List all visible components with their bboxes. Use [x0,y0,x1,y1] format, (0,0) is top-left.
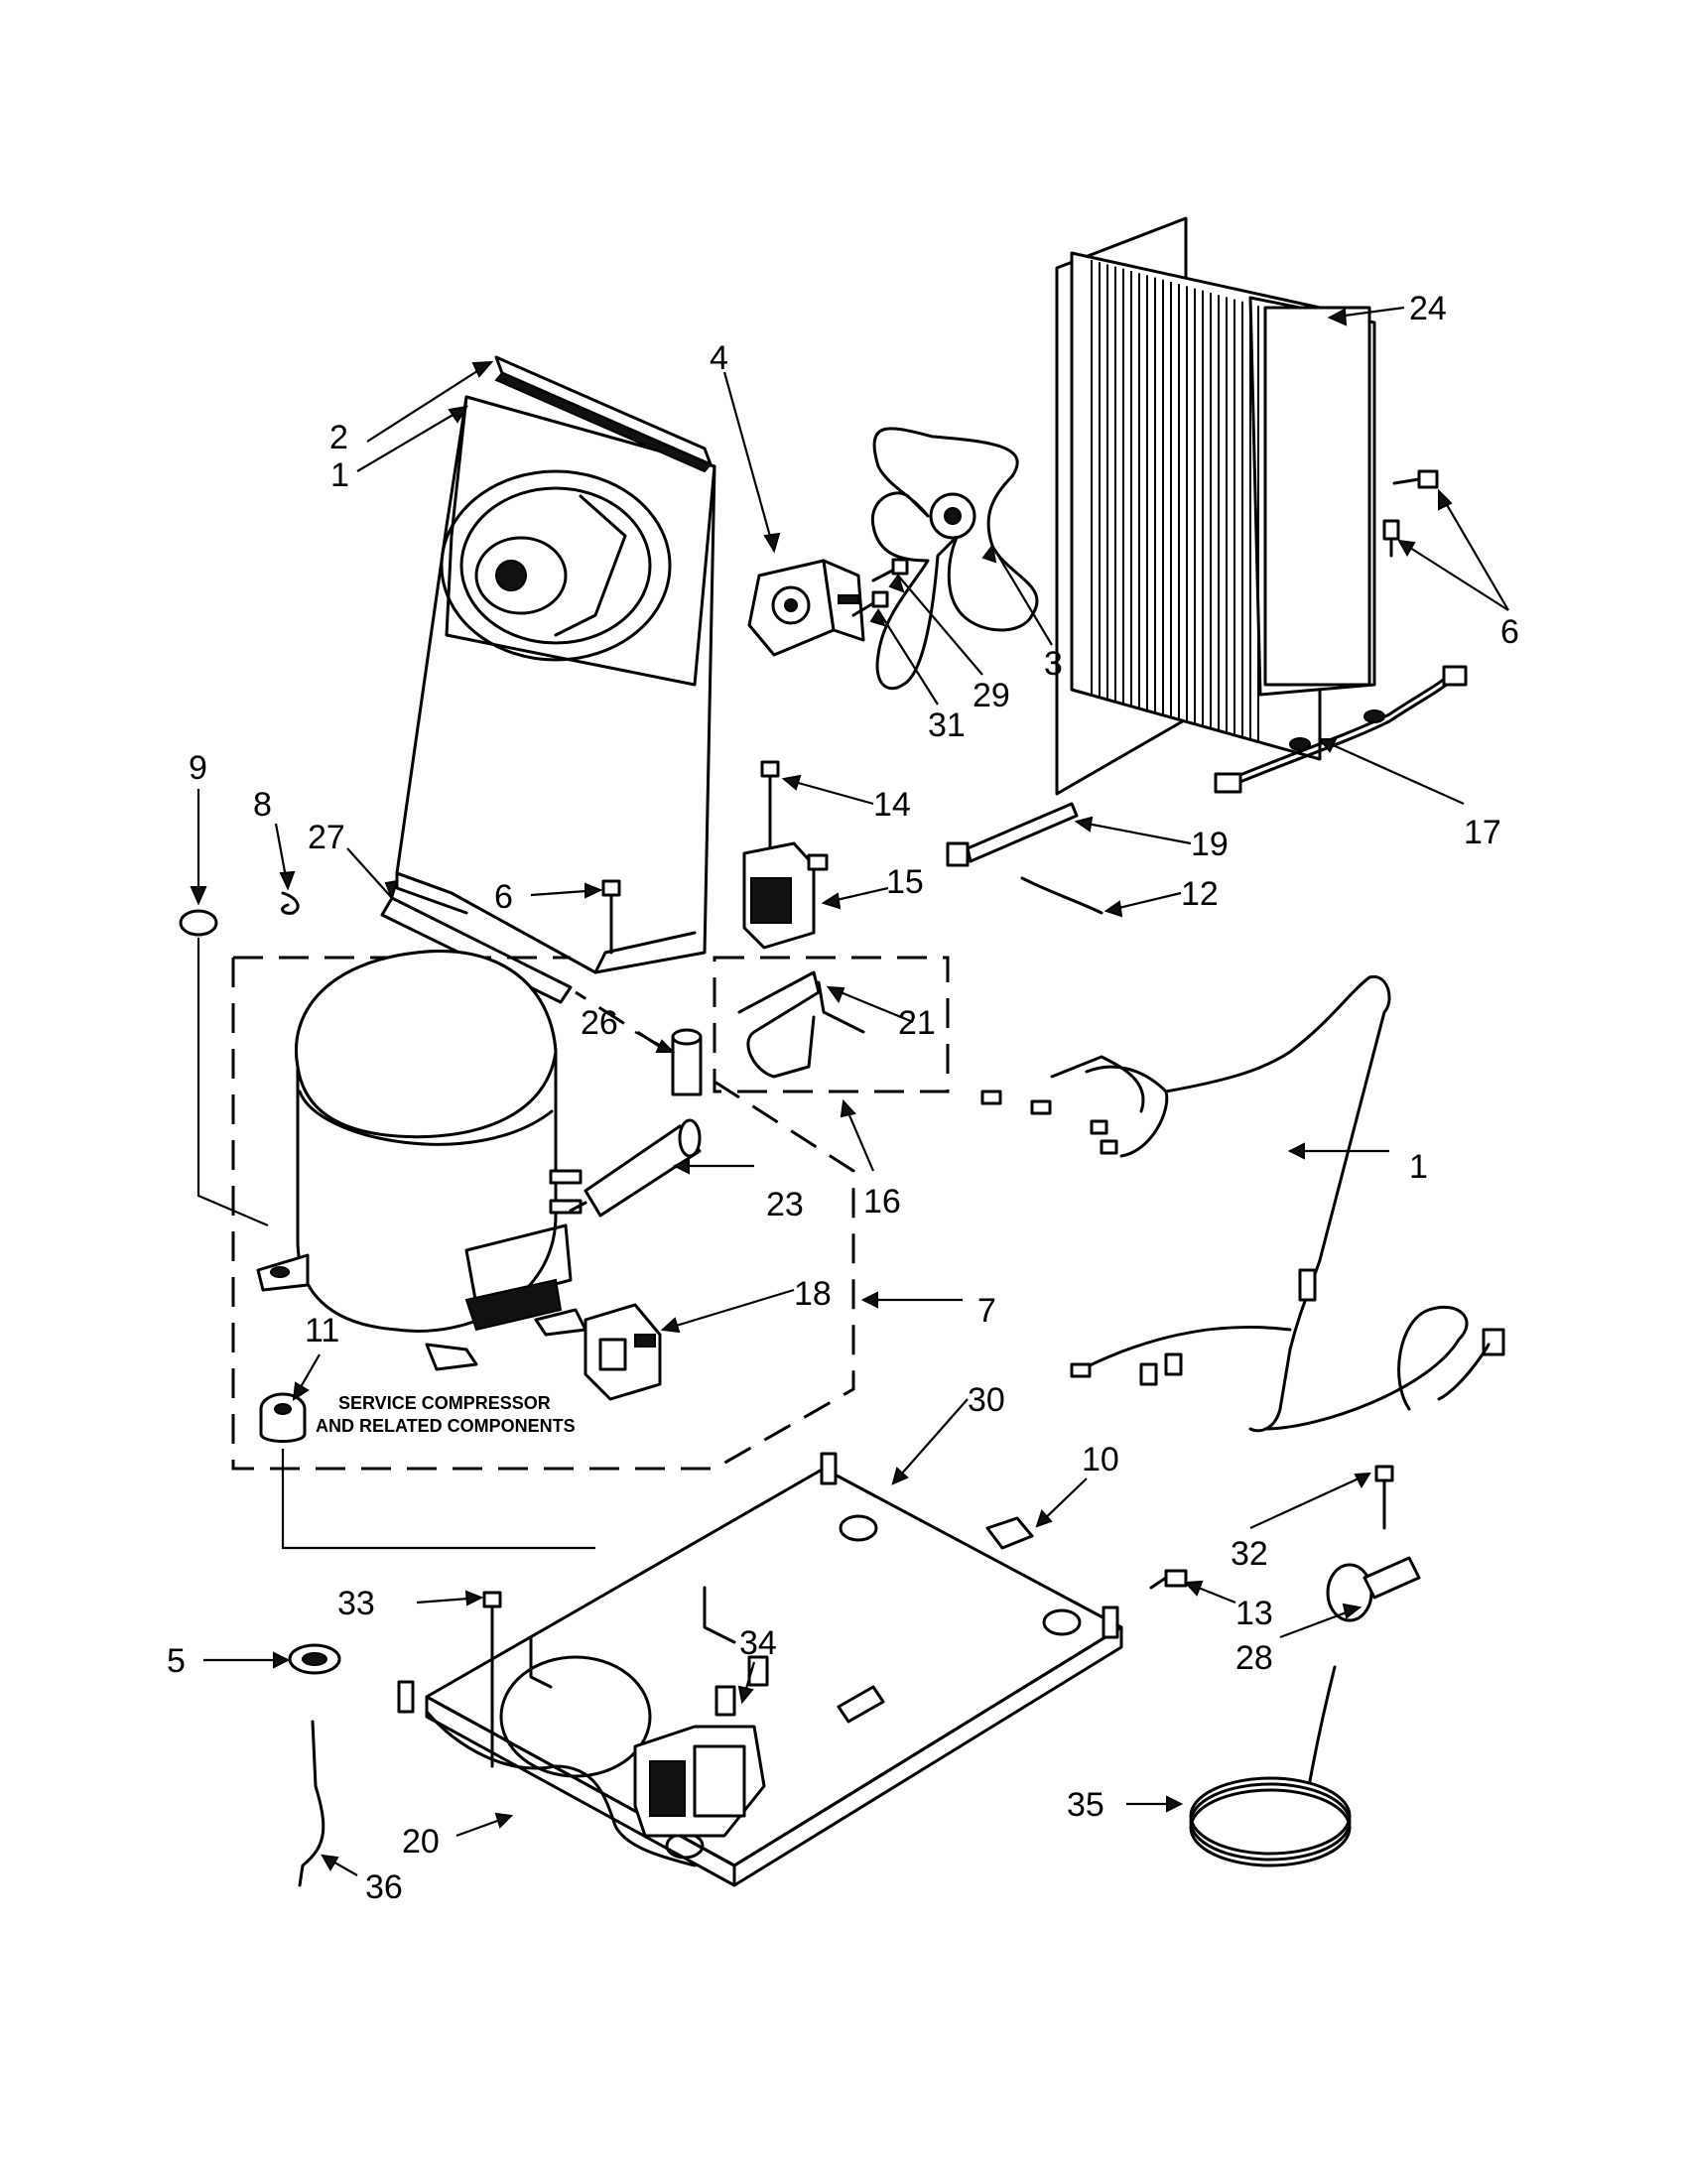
mount-screw [601,879,621,955]
callout-27: 27 [308,819,345,856]
service-note-line-2: AND RELATED COMPONENTS [316,1416,576,1436]
callout-16: 16 [863,1183,901,1220]
clip [281,891,300,915]
fan-motor [747,559,865,657]
relay-screw [760,760,780,855]
callout-1: 1 [330,456,349,494]
service-note-line-1: SERVICE COMPRESSOR [338,1393,551,1413]
compressor [256,950,587,1371]
overload-relay [584,1303,662,1401]
callout-11: 11 [305,1312,339,1349]
callout-23: 23 [766,1186,804,1223]
water-line [425,1710,697,1867]
service-boundary [231,956,855,1471]
callout-35: 35 [1067,1786,1104,1824]
callout-21: 21 [898,1004,936,1042]
callout-26: 26 [581,1004,618,1042]
callout-20: 20 [402,1823,440,1861]
callout-36: 36 [365,1868,403,1906]
condenser-screw [1382,469,1439,558]
cord-clamp [1326,1556,1421,1622]
callout-18: 18 [794,1275,832,1313]
callout-3: 3 [1044,645,1063,683]
side-screw [1149,1569,1188,1590]
callout-30: 30 [968,1381,1005,1419]
cable-tie [946,802,1079,867]
wire-harness [1214,665,1468,794]
callout-13: 13 [1235,1595,1273,1632]
base-screw [482,1591,502,1768]
callout-1: 1 [1409,1148,1428,1186]
foam-strip [494,355,713,473]
callout-4: 4 [710,339,728,377]
callout-32: 32 [1231,1535,1268,1573]
callout-12: 12 [1181,875,1219,913]
base-pan [397,1452,1123,1887]
callout-2: 2 [329,419,348,456]
callout-34: 34 [739,1624,777,1662]
hose-clamp [288,1643,341,1675]
fan-blade [870,427,1039,691]
callout-7: 7 [977,1292,996,1330]
callout-10: 10 [1082,1441,1119,1478]
callout-28: 28 [1235,1639,1273,1677]
coiled-tubing [1189,1665,1352,1867]
tube [1020,876,1103,915]
start-capacitor [671,1028,703,1096]
mounting-bracket [737,970,865,1079]
callout-labels: 2 1 4 24 6 3 29 31 9 8 27 14 15 6 17 19 … [167,290,1519,1906]
grommet [179,909,218,937]
callout-6: 6 [494,878,513,916]
filter-drier [569,1118,702,1218]
fan-shroud [395,395,716,974]
drain-hose [298,1720,325,1887]
compressor-grommet [259,1392,307,1443]
callout-17: 17 [1464,814,1501,851]
motor-screw [851,558,909,617]
callout-31: 31 [928,707,966,744]
harness-clip [985,1516,1034,1550]
callout-24: 24 [1409,290,1447,327]
callout-6: 6 [1500,613,1519,651]
main-wire-harness [980,975,1505,1433]
grommet-guide-line [196,938,734,1550]
arrowheads [190,308,1453,1871]
callout-33: 33 [337,1585,375,1622]
clamp-screw [1374,1465,1394,1530]
solenoid [742,841,829,950]
callout-8: 8 [253,786,272,824]
callout-29: 29 [973,677,1010,714]
condenser [1055,216,1376,796]
callout-9: 9 [189,749,207,787]
callout-5: 5 [167,1642,186,1680]
leader-lines [196,306,1509,1876]
callout-15: 15 [886,863,924,901]
callout-19: 19 [1191,826,1229,863]
callout-14: 14 [873,786,911,824]
drain-valve [633,1655,769,1838]
bracket-kit-boundary [713,956,950,1093]
